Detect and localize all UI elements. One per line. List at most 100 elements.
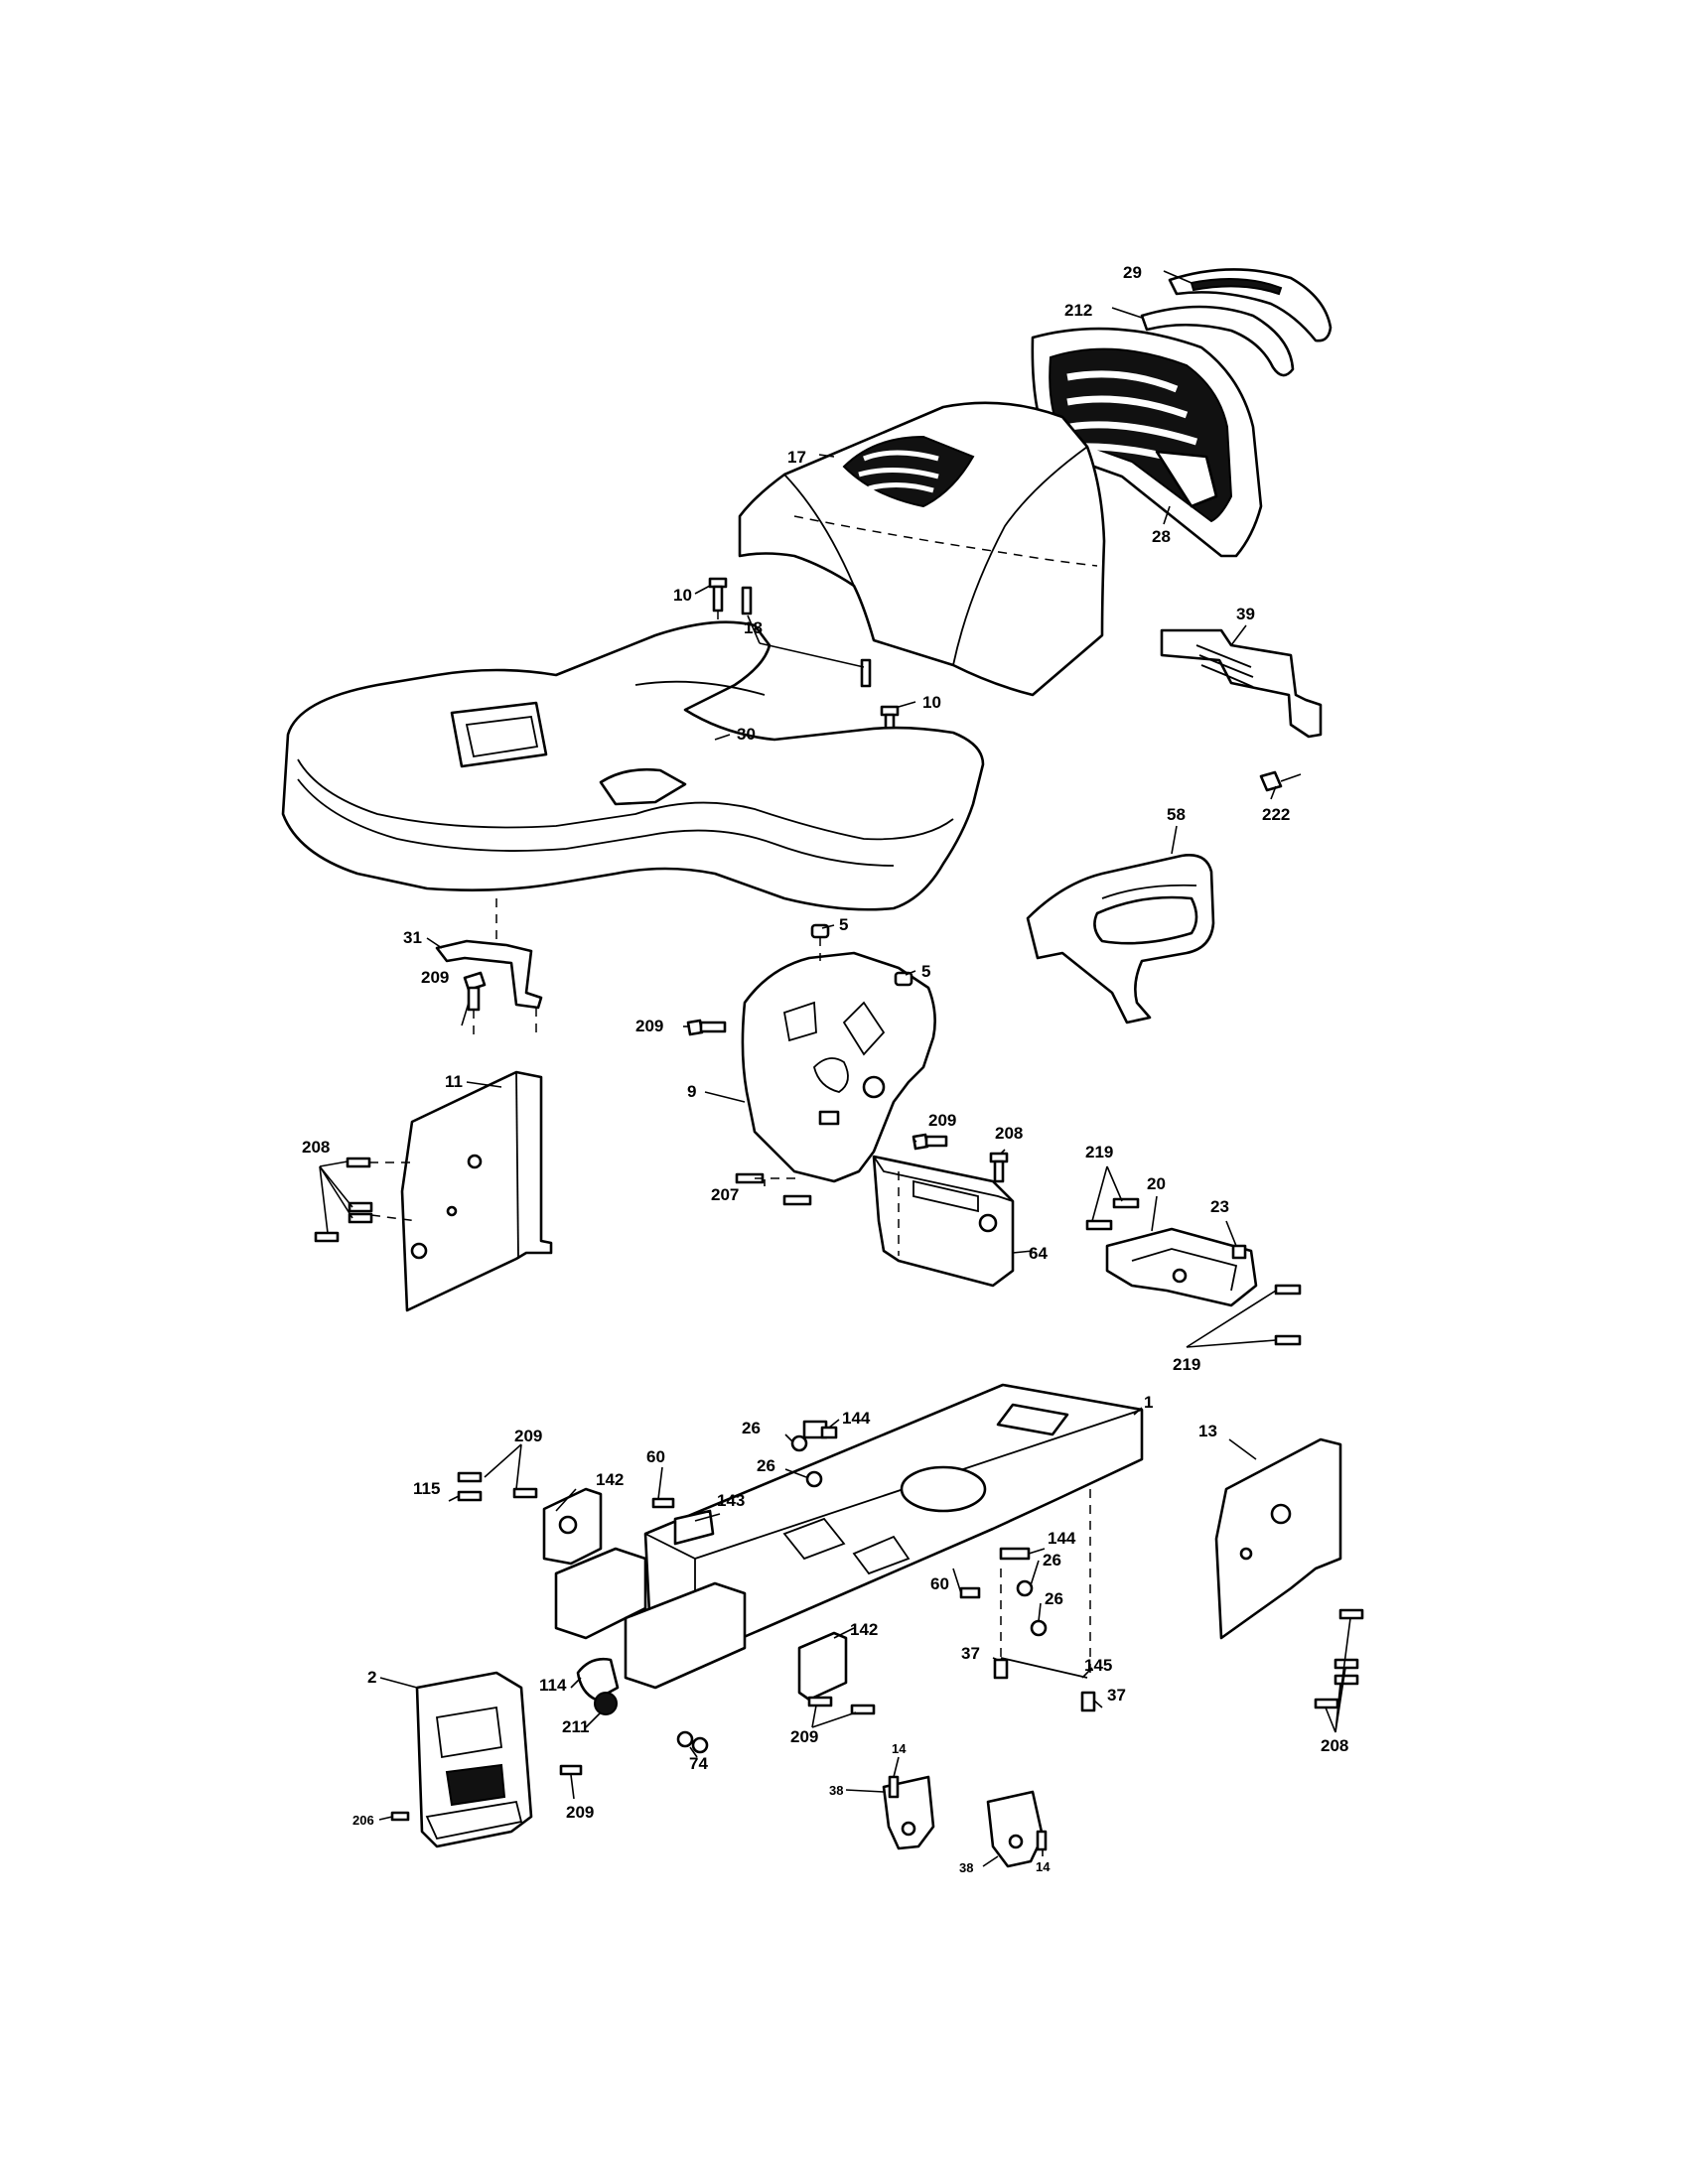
callout-20: 20	[1147, 1174, 1166, 1193]
part-1-frame	[554, 1383, 1144, 1690]
part-17-hood	[738, 401, 1106, 697]
callout-143: 143	[717, 1491, 745, 1510]
part-39-bracket	[1160, 628, 1323, 739]
callout-212: 212	[1064, 301, 1092, 320]
callout-60a: 60	[646, 1447, 665, 1466]
callout-2: 2	[367, 1668, 376, 1687]
part-23-nut	[1231, 1244, 1247, 1260]
callout-11: 11	[445, 1072, 463, 1091]
part-9-plate	[741, 951, 936, 1183]
part-115-bolt	[457, 1490, 483, 1502]
part-38-bracket-b	[986, 1790, 1045, 1868]
part-60-bolt-b	[959, 1586, 981, 1599]
callout-38a: 38	[829, 1783, 843, 1798]
callout-37b: 37	[1107, 1686, 1126, 1705]
callout-142a: 142	[596, 1470, 624, 1489]
part-209-screw-b	[686, 1019, 727, 1036]
part-13-panel	[1214, 1437, 1342, 1640]
part-31-bracket	[435, 898, 543, 1032]
part-64-bracket	[872, 1155, 1015, 1288]
part-142-bracket-a	[542, 1487, 603, 1566]
callout-219a: 219	[1085, 1143, 1113, 1161]
callout-13: 13	[1198, 1422, 1217, 1440]
callout-31: 31	[403, 928, 422, 947]
callout-60b: 60	[930, 1574, 949, 1593]
callout-5b: 5	[921, 962, 930, 981]
part-10-bolt-upper	[708, 577, 728, 645]
callout-5a: 5	[839, 915, 848, 934]
part-26-nut-d	[1030, 1619, 1048, 1637]
callout-26a: 26	[742, 1419, 761, 1437]
callout-208b: 208	[995, 1124, 1023, 1143]
callout-209d: 209	[514, 1427, 542, 1445]
part-37-bolts	[993, 1658, 1096, 1712]
callout-26b: 26	[757, 1456, 775, 1475]
part-211-bearing	[594, 1692, 618, 1715]
part-219-bolts-upper	[1085, 1197, 1140, 1231]
part-145-rod	[1000, 1489, 1091, 1679]
part-11-panel	[400, 1070, 553, 1312]
callout-114: 114	[539, 1676, 567, 1695]
part-212-strip	[1140, 305, 1295, 377]
part-20-bracket	[1105, 1227, 1258, 1307]
part-219-bolts-lower	[1274, 1284, 1302, 1346]
part-208-bolt-a	[989, 1152, 1009, 1183]
part-14-screw-b	[1036, 1830, 1048, 1851]
part-114-bushing	[576, 1658, 620, 1702]
callout-58: 58	[1167, 805, 1186, 824]
part-14-screw-a	[888, 1775, 900, 1799]
part-144-clip-b	[999, 1547, 1031, 1561]
part-209-bolts-e	[807, 1696, 876, 1715]
callout-209f: 209	[566, 1803, 594, 1822]
part-208-bolts-a	[314, 1157, 418, 1243]
callout-145: 145	[1084, 1656, 1112, 1675]
callout-206: 206	[352, 1813, 374, 1828]
part-26-nuts-a	[790, 1434, 823, 1488]
callout-219b: 219	[1173, 1355, 1200, 1374]
part-18-clip-lower	[860, 658, 872, 688]
callout-18: 18	[744, 618, 763, 637]
callout-9: 9	[687, 1082, 696, 1101]
callout-222: 222	[1262, 805, 1290, 824]
leader-lines	[319, 270, 1351, 1867]
callout-26d: 26	[1045, 1589, 1063, 1608]
callout-23: 23	[1210, 1197, 1229, 1216]
callout-26c: 26	[1043, 1551, 1061, 1570]
callout-208a: 208	[302, 1138, 330, 1157]
part-60-bolt-a	[651, 1497, 675, 1509]
callout-208c: 208	[1321, 1736, 1348, 1755]
callout-10b: 10	[922, 693, 941, 712]
callout-39: 39	[1236, 605, 1255, 623]
part-209-screw-c	[912, 1133, 948, 1151]
callout-142b: 142	[850, 1620, 878, 1639]
callout-64: 64	[1029, 1244, 1048, 1263]
part-222-screw	[1259, 770, 1302, 792]
part-18-clip-upper	[741, 586, 753, 615]
part-5-grommet-b	[894, 971, 913, 987]
part-2-front-panel	[415, 1671, 533, 1848]
callout-17: 17	[787, 448, 806, 467]
callout-207: 207	[711, 1185, 739, 1204]
part-206-screw	[390, 1811, 410, 1822]
part-209-screw-f	[559, 1764, 583, 1776]
part-208-bolts-b	[1314, 1608, 1364, 1709]
callout-29: 29	[1123, 263, 1142, 282]
part-58-belt-guard	[1026, 854, 1215, 1024]
callout-209a: 209	[421, 968, 449, 987]
callout-144b: 144	[1048, 1529, 1076, 1548]
part-29-trim	[1168, 268, 1333, 342]
part-74-nuts	[676, 1730, 709, 1754]
part-207-bolts	[735, 1172, 812, 1206]
callout-74: 74	[689, 1754, 708, 1773]
callout-209c: 209	[928, 1111, 956, 1130]
callout-37a: 37	[961, 1644, 980, 1663]
callout-labels: 29 212 17 28 10 18 10 30 39 222 58 31 20…	[302, 263, 1348, 1875]
callout-14a: 14	[892, 1741, 907, 1756]
part-142-bracket-b	[797, 1631, 848, 1702]
part-28-grille	[1031, 327, 1263, 558]
callout-38b: 38	[959, 1860, 973, 1875]
part-26-nut-c	[1016, 1579, 1034, 1597]
part-209-screw-a	[463, 971, 487, 1037]
part-144-clip-a	[802, 1420, 838, 1439]
